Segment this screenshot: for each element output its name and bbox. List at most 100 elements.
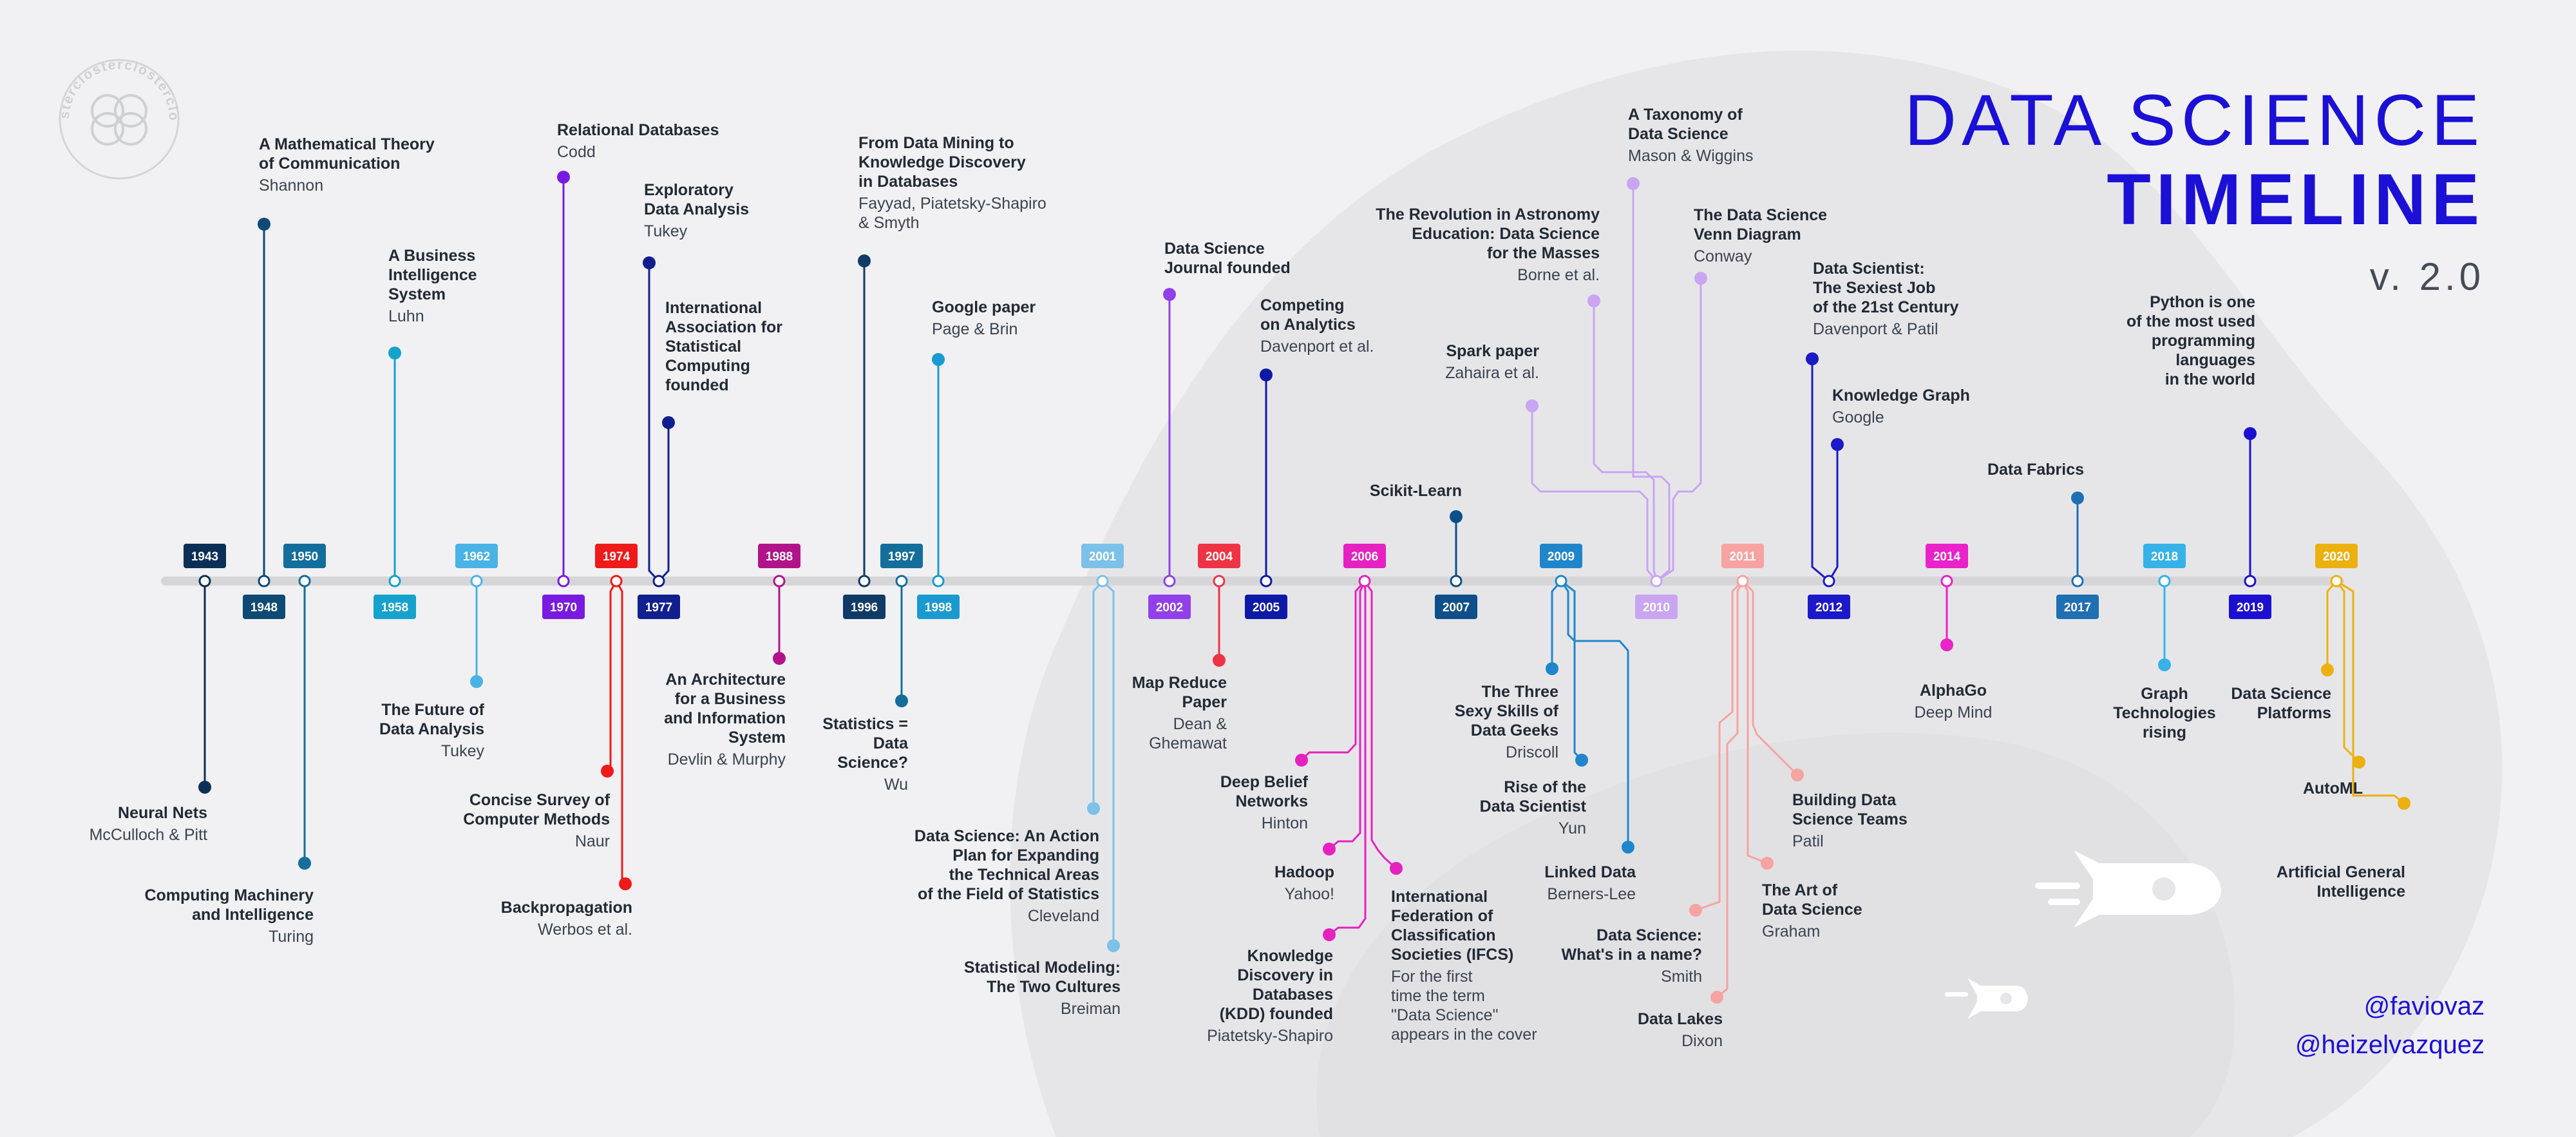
event-title: in the world [2165, 370, 2255, 388]
event-author: Luhn [388, 307, 424, 325]
event-title: A Taxonomy of [1628, 106, 1743, 124]
event-title: Discovery in [1237, 966, 1333, 984]
year-badge: 1962 [455, 544, 498, 588]
year-badge: 1970 [542, 575, 585, 619]
event-dot [470, 675, 483, 688]
year-badge-box [1081, 544, 1124, 568]
event-title: Building Data [1792, 791, 1897, 809]
event-title: Data Science [2231, 685, 2331, 703]
event-dot [388, 347, 401, 359]
event-title: Platforms [2257, 704, 2331, 722]
event-title: Paper [1182, 693, 1227, 711]
event-title: for a Business [675, 690, 786, 708]
year-marker [1450, 575, 1463, 588]
event-dot [1163, 288, 1176, 301]
year-badge-box [880, 544, 923, 568]
event-dot [1710, 991, 1723, 1004]
event-title: Python is one [2150, 293, 2255, 311]
event-title: Databases [1253, 986, 1333, 1004]
event-dot [619, 877, 632, 890]
year-label: 1974 [603, 550, 630, 564]
event-connector [1695, 580, 1744, 912]
event-author: Driscoll [1506, 743, 1558, 761]
event-title: Data Lakes [1638, 1010, 1723, 1028]
rocket-large-icon [2035, 850, 2221, 928]
event-dot [198, 781, 211, 794]
year-label: 2019 [2237, 601, 2264, 615]
year-marker [470, 575, 483, 588]
year-label: 1970 [550, 601, 577, 615]
year-badge-box [1808, 595, 1850, 619]
event-title: Backpropagation [501, 899, 632, 917]
event-title: AutoML [2303, 779, 2363, 798]
event-author: Yahoo! [1285, 885, 1334, 903]
year-marker [858, 575, 871, 588]
event-label: Scikit-Learn [1370, 482, 1462, 500]
event-dot [1323, 928, 1336, 941]
event-dot [2398, 797, 2410, 810]
event-title: languages [2175, 351, 2255, 369]
event-dot [1526, 399, 1539, 412]
event-connector [1716, 580, 1744, 998]
event-dot [1295, 754, 1308, 767]
event-author: "Data Science" [1391, 1006, 1498, 1024]
event-title: Artificial General [2277, 863, 2405, 881]
event-dot [643, 256, 656, 269]
year-marker [2330, 575, 2343, 588]
event-title: Data Science: [1596, 926, 1702, 944]
year-marker [258, 575, 270, 588]
year-label: 2010 [1643, 601, 1670, 615]
event-dot [2071, 492, 2084, 504]
year-label: 2012 [1815, 601, 1842, 615]
year-marker [2244, 575, 2257, 588]
page-title-line2: TIMELINE [2107, 159, 2485, 240]
event-title: Data Science [1628, 125, 1728, 143]
event-title: Data Analysis [379, 720, 484, 738]
event-connector [1656, 278, 1702, 582]
year-badge-box [843, 595, 886, 619]
event-title: Data Analysis [644, 200, 749, 218]
year-badge: 2007 [1435, 575, 1477, 619]
year-badge: 1948 [243, 575, 285, 619]
event-title: The Future of [381, 701, 484, 719]
event-dot [1323, 843, 1336, 855]
event-connector [1741, 580, 1799, 776]
event-author: Devlin & Murphy [668, 750, 786, 769]
event-title: Concise Survey of [469, 791, 611, 809]
event-author: time the term [1391, 987, 1485, 1005]
event-author: & Smyth [858, 214, 919, 232]
event-title: Knowledge Discovery [858, 153, 1026, 171]
event-title: Education: Data Science [1412, 225, 1600, 243]
event-dot [1213, 654, 1226, 667]
event-connector [1632, 184, 1671, 582]
event-dot [1087, 802, 1100, 815]
event-title: Knowledge Graph [1832, 387, 1970, 405]
event-title: in Databases [858, 173, 958, 191]
event-dot [2353, 756, 2365, 769]
event-dot [1694, 272, 1707, 285]
event-author: appears in the cover [1391, 1026, 1537, 1044]
year-badge-box [1148, 595, 1191, 619]
event-title: From Data Mining to [858, 134, 1014, 152]
event-title: System [728, 729, 786, 747]
event-title: Intelligence [2316, 883, 2405, 901]
logo-text: sterclosterclosterclo [57, 57, 181, 122]
event-title: The Data Science [1694, 206, 1827, 224]
rocket-small-icon [1945, 978, 2028, 1019]
event-title: The Revolution in Astronomy [1376, 205, 1600, 224]
year-badge-box [2143, 544, 2186, 568]
event-title: Exploratory [644, 181, 734, 199]
year-badge-box [2315, 544, 2358, 568]
year-badge: 2001 [1081, 544, 1124, 588]
year-badge-box [1198, 544, 1240, 568]
event-author: Tukey [644, 222, 688, 240]
year-badge-box [455, 544, 498, 568]
